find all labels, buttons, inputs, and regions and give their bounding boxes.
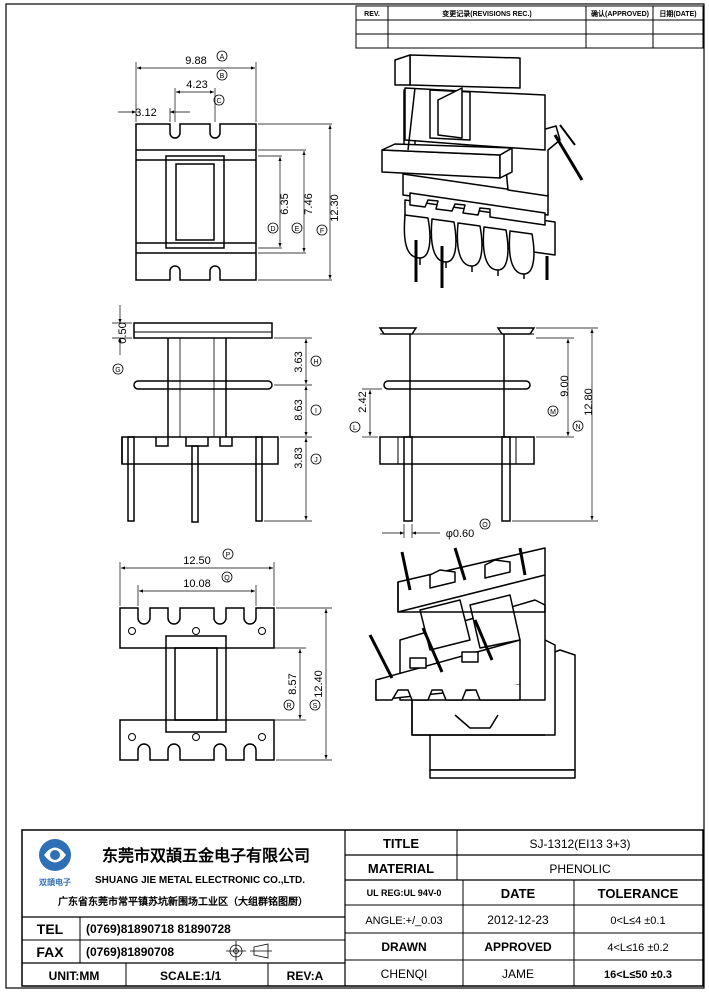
dim-b-value: 4.23 [186,79,207,91]
date-label: DATE [501,886,536,901]
dim-e-label: E [295,226,300,233]
revision-table: REV. 变更记录(REVISIONS REC.) 确认(APPROVED) 日… [355,5,704,49]
dim-c-value: 3.12 [135,107,156,119]
rev-header-approved: 确认(APPROVED) [591,9,649,18]
dim-b-label: B [220,73,225,80]
projection-symbol-icon [226,941,272,961]
sheet-border [5,3,705,989]
drawn-value: CHENQI [381,967,428,981]
front-view [121,322,279,523]
company-address: 广东省东莞市常平镇苏坑新围场工业区（大组群铭图厨） [58,895,308,908]
front-view-dimensions [112,305,312,522]
top-view [135,123,257,281]
dim-m-value: 9.00 [559,375,571,396]
bottom-view-dimensions [119,562,332,761]
dim-n-label: N [575,424,580,431]
company-logo: 双頡电子 [39,839,71,887]
dim-a-label: A [220,54,225,61]
title-label: TITLE [383,836,419,851]
dim-p-value: 12.50 [183,555,211,567]
dim-g-label: G [115,367,120,374]
angle-text: ANGLE:+/_0.03 [365,915,442,927]
dim-i-label: I [315,408,317,415]
dim-h-value: 3.63 [293,351,305,372]
isometric-view-bottom [368,547,576,779]
dim-i-value: 8.63 [293,399,305,420]
dim-j-value: 3.83 [293,447,305,468]
dim-h-label: H [313,359,318,366]
front-view-labels: 0.50 G 3.63 H 8.63 I 3.83 J [112,322,322,469]
material-value: PHENOLIC [549,862,611,876]
dim-l-value: 2.42 [357,391,369,412]
dim-a-value: 9.88 [185,55,206,67]
dim-n-value: 12.80 [583,388,595,416]
dim-j-label: J [314,457,318,464]
dim-s-label: S [313,703,318,710]
rev-header-rev: REV. [364,11,380,18]
approved-value: JAME [502,967,534,981]
rev-header-date: 日期(DATE) [659,9,696,18]
dim-o-label: O [482,522,488,529]
title-block-right-text: TITLE SJ-1312(EI13 3+3) MATERIAL PHENOLI… [365,836,678,981]
top-view-dimensions [118,62,332,281]
top-view-labels: 9.88 A 4.23 B 3.12 C 6.35 D 7.46 E 12.30… [135,50,341,236]
dim-l-label: L [353,425,357,432]
dim-e-value: 7.46 [303,193,315,214]
unit-text: UNIT:MM [49,969,100,983]
tel-label: TEL [37,921,64,937]
dim-d-label: D [270,226,275,233]
tolerance-range-1: 0<L≤4 ±0.1 [610,915,665,927]
dim-q-value: 10.08 [183,578,211,590]
bottom-view-labels: 12.50 P 10.08 Q 8.57 R 12.40 S [183,548,325,711]
fax-value: (0769)81890708 [86,945,174,959]
title-value: SJ-1312(EI13 3+3) [529,837,630,851]
dim-f-value: 12.30 [329,194,341,222]
dim-c-label: C [216,98,221,105]
side-view-labels: 2.42 L 9.00 M 12.80 N φ0.60 O [349,375,595,540]
approved-label: APPROVED [484,940,552,954]
dim-r-value: 8.57 [287,673,299,694]
side-view-dimensions [362,327,598,538]
side-view [378,327,536,522]
date-value: 2012-12-23 [487,913,549,927]
dim-m-label: M [550,409,556,416]
rev-text: REV:A [287,969,324,983]
tolerance-label: TOLERANCE [598,886,679,901]
dim-g-value: 0.50 [117,322,129,343]
company-name-cn: 东莞市双頡五金电子有限公司 [102,846,310,865]
isometric-view-top [381,54,584,288]
drawn-label: DRAWN [381,940,426,954]
tolerance-range-3: 16<L≤50 ±0.3 [604,969,672,981]
dim-q-label: Q [224,575,230,582]
dim-f-label: F [320,228,324,235]
dim-s-value: 12.40 [313,670,325,698]
dim-r-label: R [286,703,291,710]
dim-d-value: 6.35 [279,193,291,214]
logo-text: 双頡电子 [39,877,71,887]
company-name-en: SHUANG JIE METAL ELECTRONIC CO.,LTD. [95,875,305,886]
material-label: MATERIAL [368,861,434,876]
dim-p-label: P [226,552,231,559]
tel-value: (0769)81890718 81890728 [86,922,231,936]
tolerance-range-2: 4<L≤16 ±0.2 [607,942,668,954]
ul-label: UL REG:UL 94V-0 [367,888,442,898]
title-block-text: 东莞市双頡五金电子有限公司 SHUANG JIE METAL ELECTRONI… [36,846,323,983]
fax-label: FAX [36,944,64,960]
bottom-view [119,607,275,761]
dim-o-value: φ0.60 [446,528,475,540]
title-block [21,829,704,987]
rev-header-record: 变更记录(REVISIONS REC.) [442,9,531,18]
scale-text: SCALE:1/1 [160,969,222,983]
